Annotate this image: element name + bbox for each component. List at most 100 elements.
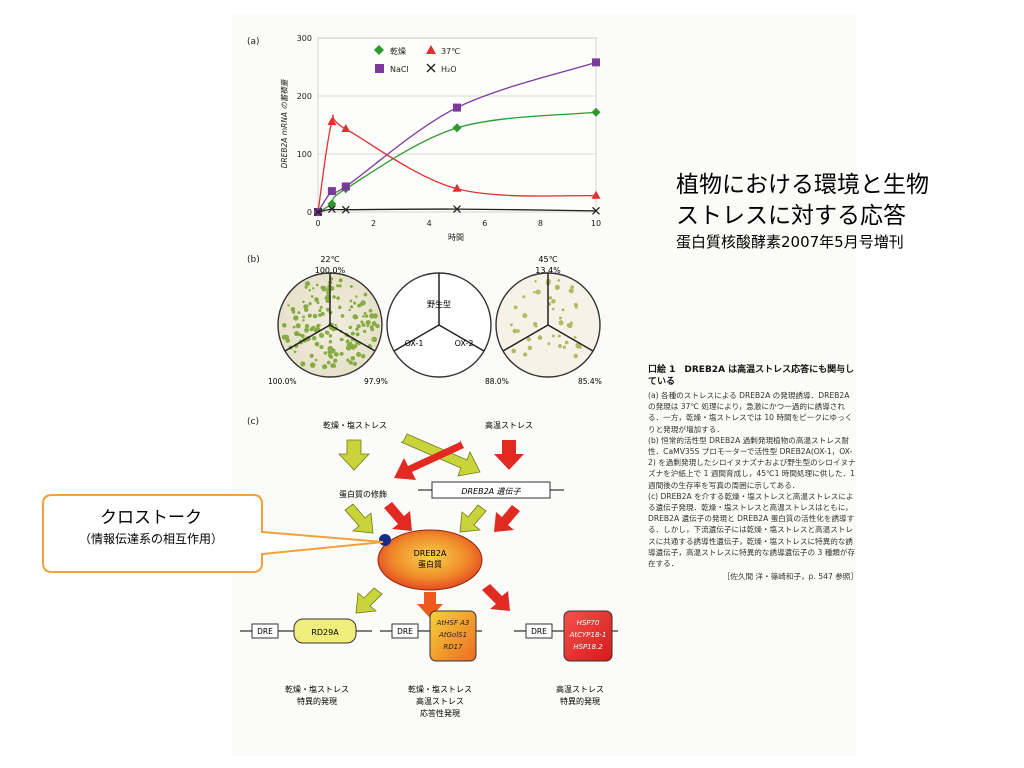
seedling: [328, 334, 333, 338]
seedling: [573, 336, 577, 339]
seedling: [375, 323, 380, 329]
seedling: [573, 353, 579, 359]
seedling: [367, 321, 371, 325]
caption-a: (a) 各種のストレスによる DREB2A の発現誘導．DREB2A の発現は …: [648, 391, 853, 434]
output-right-2: 特異的発現: [560, 696, 600, 706]
seedling: [332, 295, 336, 299]
seedling: [362, 315, 365, 318]
seedling: [300, 361, 306, 367]
seedling: [302, 319, 305, 322]
seedling: [323, 351, 328, 355]
seedling: [346, 342, 351, 347]
seedling: [292, 325, 296, 329]
seedling: [348, 325, 353, 330]
caption-title: 口絵 1 DREB2A は高温ストレス応答にも関与している: [648, 365, 855, 387]
legend-marker-x: [426, 63, 436, 73]
seedling: [338, 278, 343, 283]
seedling: [302, 315, 306, 319]
dreb2a-protein: [377, 529, 483, 591]
seedling: [333, 358, 338, 363]
x-tick-label: 6: [482, 219, 487, 228]
seedling: [532, 291, 536, 294]
seedling: [527, 345, 533, 351]
seedling: [297, 311, 301, 315]
seedling: [312, 313, 318, 319]
seedling: [573, 303, 578, 308]
seedling: [523, 352, 528, 357]
gene-rd29a: RD29A: [311, 628, 339, 637]
x-tick-label: 4: [427, 219, 432, 228]
seedling: [369, 313, 375, 319]
seedling: [522, 313, 528, 319]
y-tick-label: 100: [297, 150, 312, 159]
output-left-1: 乾燥・塩ストレス: [285, 684, 349, 694]
chart-grid: [318, 37, 596, 155]
legend-marker-diamond: [374, 45, 384, 55]
seedling: [348, 360, 353, 365]
seedling: [309, 362, 316, 368]
legend-label: 乾燥: [390, 46, 406, 56]
plate-legend: 野生型 OX-1 OX-2: [386, 272, 492, 378]
seedling: [325, 307, 330, 312]
data-point: [314, 208, 322, 216]
data-point: [592, 58, 600, 67]
seedling: [309, 327, 314, 332]
seedling: [551, 307, 555, 311]
seedling: [308, 301, 312, 306]
seedling: [324, 330, 328, 334]
seedling: [304, 323, 310, 329]
seedling: [349, 341, 353, 345]
output-mid-1: 乾燥・塩ストレス: [408, 684, 472, 694]
legend-label: H₂O: [441, 65, 457, 74]
seedling: [326, 360, 331, 365]
gene-row-mid: DRE AtHSF A3 AtGolS1 RD17: [380, 610, 482, 662]
survival-pct-label: 100.0%: [268, 377, 297, 386]
seedling: [309, 353, 314, 358]
gene-rd17: RD17: [443, 643, 463, 651]
seedling: [558, 316, 563, 320]
seedling: [293, 315, 299, 321]
dre-label: DRE: [531, 627, 547, 636]
gene-hsp70: HSP70: [577, 619, 600, 627]
seedling: [319, 345, 324, 350]
seedling: [370, 327, 375, 332]
figure-caption: 口絵 1 DREB2A は高温ストレス応答にも関与している (a) 各種のストレ…: [648, 364, 858, 582]
seedling: [360, 300, 366, 306]
seedling: [318, 308, 322, 313]
seedling: [328, 340, 333, 344]
seedling: [285, 338, 291, 343]
gene-atgols1: AtGolS1: [438, 631, 467, 639]
plate-left-pct: 100.0%: [315, 266, 346, 275]
seedling: [348, 308, 351, 312]
gene-athsfa3: AtHSF A3: [436, 619, 470, 627]
seedling: [355, 351, 362, 357]
legend-label: 37℃: [441, 47, 460, 56]
seedling: [319, 305, 323, 309]
seedling: [526, 337, 531, 342]
input-drought-salt: 乾燥・塩ストレス: [323, 420, 387, 430]
seedling: [534, 324, 538, 328]
seedling: [564, 340, 569, 345]
seedling: [557, 279, 561, 282]
seedling: [318, 313, 322, 317]
chart-legend: 乾燥 37℃ NaCl H₂O: [374, 45, 460, 74]
survival-pct-label: 97.9%: [364, 377, 388, 386]
y-axis-label: DREB2A mRNA の蓄積量: [280, 78, 289, 168]
pathway-arrows: [338, 433, 524, 480]
dreb2a-gene-label: DREB2A 遺伝子: [461, 487, 521, 496]
caption-b: (b) 恒常的活性型 DREB2A 過剰発現植物の高温ストレス耐性．CaMV35…: [648, 435, 856, 490]
output-left-2: 特異的発現: [297, 696, 337, 706]
seedling: [579, 345, 582, 349]
input-heat: 高温ストレス: [485, 420, 533, 430]
seedling: [308, 288, 311, 292]
data-point: [452, 183, 462, 192]
seedling: [304, 307, 309, 313]
y-tick-label: 300: [297, 34, 312, 43]
data-point: [591, 190, 601, 199]
plate-right-temp: 45℃: [538, 255, 557, 264]
petri-plate-22c: [277, 272, 383, 378]
gene-atcyp18: AtCYP18-1: [569, 631, 607, 639]
dre-label: DRE: [257, 627, 273, 636]
seedling: [318, 332, 325, 338]
